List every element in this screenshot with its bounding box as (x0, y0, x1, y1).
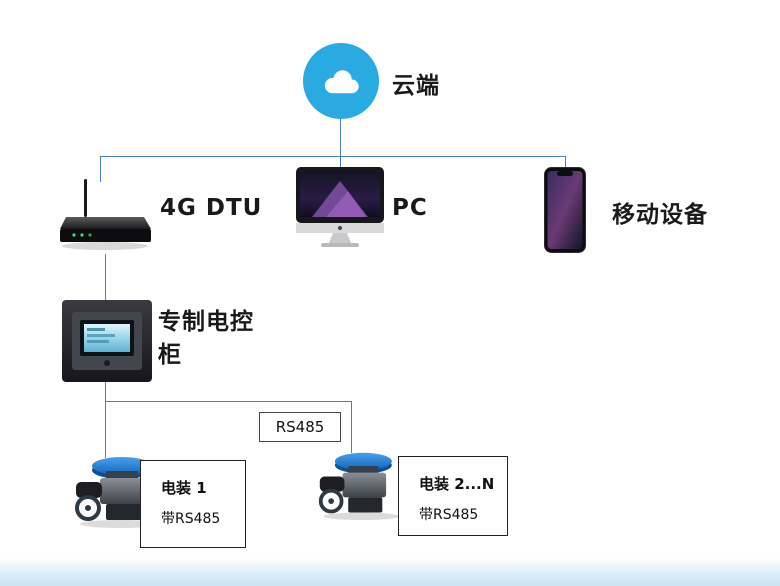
actuator2-name: 电装 2...N (419, 475, 495, 493)
pc-label: PC (392, 195, 428, 221)
cabinet-image (62, 300, 152, 382)
rs485-bus-tag: RS485 (259, 412, 341, 442)
actuator1-name: 电装 1 (161, 479, 207, 497)
actuator2-feature: 带RS485 (419, 507, 479, 523)
cloud-node (303, 43, 379, 119)
actuator1-image (72, 452, 167, 530)
connector-tier1-bus (100, 156, 566, 157)
pc-image (296, 167, 384, 247)
actuator2-caption-box: 电装 2...N 带RS485 (398, 456, 508, 536)
cabinet-label: 专制电控柜 (158, 309, 254, 369)
phone-image (544, 167, 586, 253)
connector-to-pc (340, 156, 341, 170)
connector-cabinet-down (105, 380, 106, 401)
connector-to-actuator2 (351, 401, 352, 453)
actuator1-feature: 带RS485 (161, 511, 221, 527)
connector-dtu-to-cabinet (105, 254, 106, 302)
dtu-label: 4G DTU (160, 195, 263, 221)
bottom-gradient-strip (0, 558, 780, 586)
dtu-router-image (58, 178, 153, 254)
connector-cloud-down (340, 119, 341, 156)
mobile-label: 移动设备 (612, 202, 708, 228)
cloud-label: 云端 (392, 73, 440, 99)
actuator1-caption-box: 电装 1 带RS485 (140, 460, 246, 548)
connector-to-dtu (100, 156, 101, 182)
connector-to-phone (565, 156, 566, 170)
actuator2-image (316, 448, 406, 522)
connector-rs485-bus (105, 401, 352, 402)
connector-to-actuator1 (105, 401, 106, 458)
cloud-icon (324, 70, 359, 94)
